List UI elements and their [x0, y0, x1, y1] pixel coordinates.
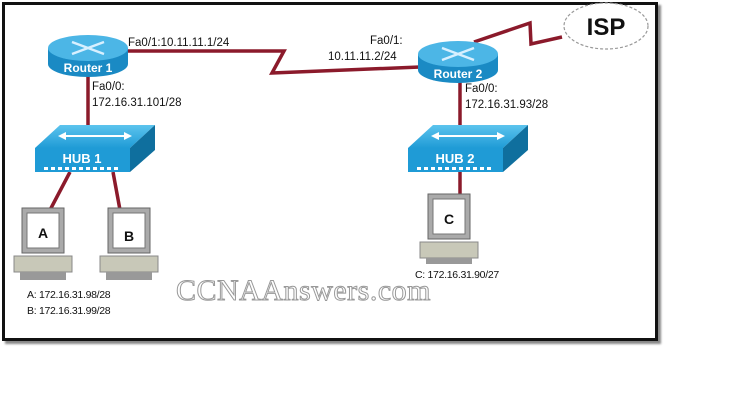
pc-b-label: B: [124, 228, 134, 244]
isp-label: ISP: [587, 14, 626, 41]
router-2-label: Router 2: [434, 67, 483, 81]
link-hub1-pcb: [111, 171, 122, 211]
pc-c-icon[interactable]: C: [419, 193, 479, 264]
r1-fa00-name: Fa0/0:: [92, 81, 125, 93]
serial-link-r1-r2: [125, 49, 421, 75]
pc-c-ip: C: 172.16.31.90/27: [415, 269, 499, 281]
r1-fa00-ip: 172.16.31.101/28: [92, 97, 182, 109]
r2-fa01-name: Fa0/1:: [370, 35, 403, 47]
router-1-label: Router 1: [64, 61, 113, 75]
hub-2-label: HUB 2: [435, 151, 474, 166]
r2-fa00-ip: 172.16.31.93/28: [465, 99, 549, 111]
r1-fa01-label: Fa0/1:10.11.11.1/24: [128, 37, 230, 49]
serial-link-r2-isp: [473, 20, 563, 47]
isp-cloud-icon[interactable]: ISP: [563, 2, 649, 50]
link-hub1-pca: [48, 171, 72, 211]
hub-1-label: HUB 1: [62, 151, 101, 166]
hub-2-icon[interactable]: HUB 2: [408, 125, 528, 172]
watermark: CCNAAnswers.com: [176, 274, 432, 308]
hub-1-icon[interactable]: HUB 1: [35, 125, 155, 172]
pc-a-icon[interactable]: A: [13, 207, 73, 280]
router-1-icon[interactable]: Router 1: [48, 35, 128, 77]
pc-b-icon[interactable]: B: [99, 207, 159, 280]
pc-c-label: C: [444, 211, 454, 227]
pc-a-ip: A: 172.16.31.98/28: [27, 289, 111, 301]
router-2-icon[interactable]: Router 2: [418, 41, 498, 83]
pc-b-ip: B: 172.16.31.99/28: [27, 305, 111, 317]
pc-a-label: A: [38, 225, 48, 241]
r2-fa01-ip: 10.11.11.2/24: [328, 51, 397, 63]
r2-fa00-name: Fa0/0:: [465, 83, 498, 95]
